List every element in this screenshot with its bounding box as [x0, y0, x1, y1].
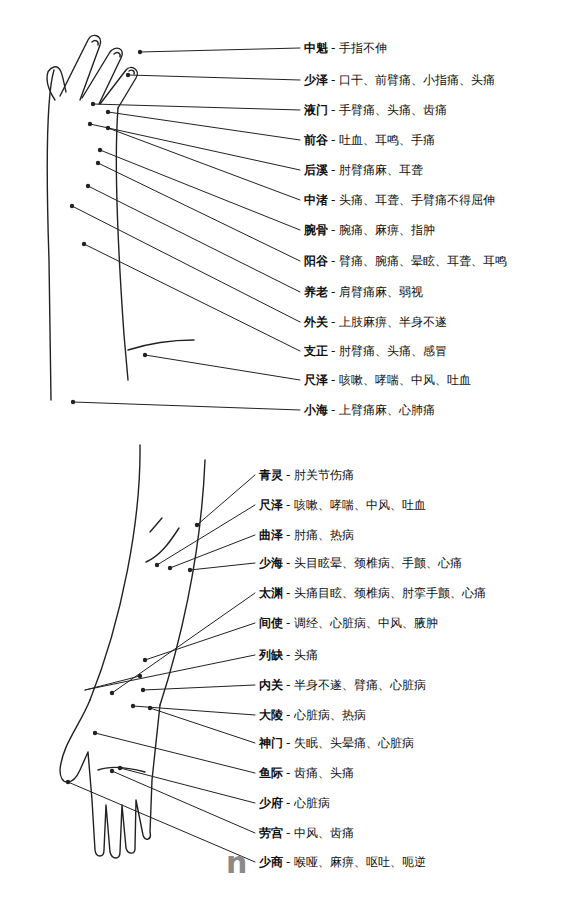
acupoint-name: 曲泽	[259, 527, 283, 543]
acupoint-name: 中渚	[304, 192, 328, 208]
acupoint-effect: - 手指不伸	[331, 40, 387, 56]
acupoint-effect: - 半身不遂、臂痛、心脏病	[286, 677, 426, 693]
acupoint-name: 小海	[304, 402, 328, 418]
acupoint-effect: - 喉哑、麻痹、呕吐、呃逆	[286, 854, 426, 870]
acupoint-name: 外关	[304, 314, 328, 330]
acupoint-name: 少府	[259, 795, 283, 811]
acupoint-name: 间使	[259, 615, 283, 631]
acupoint-effect: - 心脏病	[286, 795, 330, 811]
acupoint-effect: - 齿痛、头痛	[286, 765, 354, 781]
acupoint-name: 青灵	[259, 467, 283, 483]
acupoint-name: 鱼际	[259, 765, 283, 781]
acupoint-effect: - 吐血、耳鸣、手痛	[331, 132, 435, 148]
acupoint-name: 列缺	[259, 647, 283, 663]
acupoint-effect: - 手臂痛、头痛、齿痛	[331, 102, 447, 118]
acupoint-name: 神门	[259, 735, 283, 751]
acupoint-effect: - 肘臂痛麻、耳聋	[331, 162, 423, 178]
acupoint-name: 少商	[259, 854, 283, 870]
acupoint-effect: - 失眠、头晕痛、心脏病	[286, 735, 414, 751]
acupoint-effect: - 头痛、耳聋、手臂痛不得屈伸	[331, 192, 495, 208]
lower-arm-drawing	[60, 445, 205, 858]
acupoint-name: 太渊	[259, 585, 283, 601]
acupoint-effect: - 口干、前臂痛、小指痛、头痛	[331, 72, 495, 88]
acupoint-effect: - 腕痛、麻痹、指肿	[331, 222, 435, 238]
acupoint-name: 液门	[304, 102, 328, 118]
acupoint-name: 支正	[304, 343, 328, 359]
leader-lines	[68, 48, 300, 862]
acupoint-name: 后溪	[304, 162, 328, 178]
acupoint-effect: - 头痛目眩、颈椎病、肘挛手颤、心痛	[286, 585, 486, 601]
acupoint-name: 腕骨	[304, 222, 328, 238]
acupoint-effect: - 上肢麻痹、半身不遂	[331, 314, 447, 330]
acupoint-name: 前谷	[304, 132, 328, 148]
acupoint-effect: - 中风、齿痛	[286, 825, 354, 841]
acupoint-effect: - 肘臂痛、头痛、感冒	[331, 343, 447, 359]
acupoint-name: 养老	[304, 284, 328, 300]
watermark: n	[226, 846, 247, 880]
acupoint-effect: - 肘关节伤痛	[286, 467, 354, 483]
acupoint-effect: - 头痛	[286, 647, 318, 663]
acupoint-effect: - 肘痛、热病	[286, 527, 354, 543]
acupoint-name: 大陵	[259, 707, 283, 723]
upper-arm-drawing	[47, 35, 194, 400]
acupoint-effect: - 头目眩晕、颈椎病、手颤、心痛	[286, 555, 462, 571]
acupoint-effect: - 心脏病、热病	[286, 707, 366, 723]
acupoint-effect: - 调经、心脏病、中风、腋肿	[286, 615, 438, 631]
acupoint-name: 尺泽	[304, 372, 328, 388]
acupoint-name: 内关	[259, 677, 283, 693]
acupoint-name: 中魁	[304, 40, 328, 56]
acupoint-name: 少泽	[304, 72, 328, 88]
acupoint-effect: - 臂痛、腕痛、晕眩、耳聋、耳鸣	[331, 253, 507, 269]
acupoint-name: 阳谷	[304, 253, 328, 269]
acupoint-effect: - 肩臂痛麻、弱视	[331, 284, 423, 300]
acupoint-effect: - 上臂痛麻、心肺痛	[331, 402, 435, 418]
acupoint-name: 少海	[259, 555, 283, 571]
acupoint-name: 劳宫	[259, 825, 283, 841]
acupoint-effect: - 咳嗽、哮喘、中风、吐血	[286, 497, 426, 513]
acupoint-effect: - 咳嗽、哮喘、中风、吐血	[331, 372, 471, 388]
acupoint-dots	[66, 50, 199, 784]
acupoint-name: 尺泽	[259, 497, 283, 513]
